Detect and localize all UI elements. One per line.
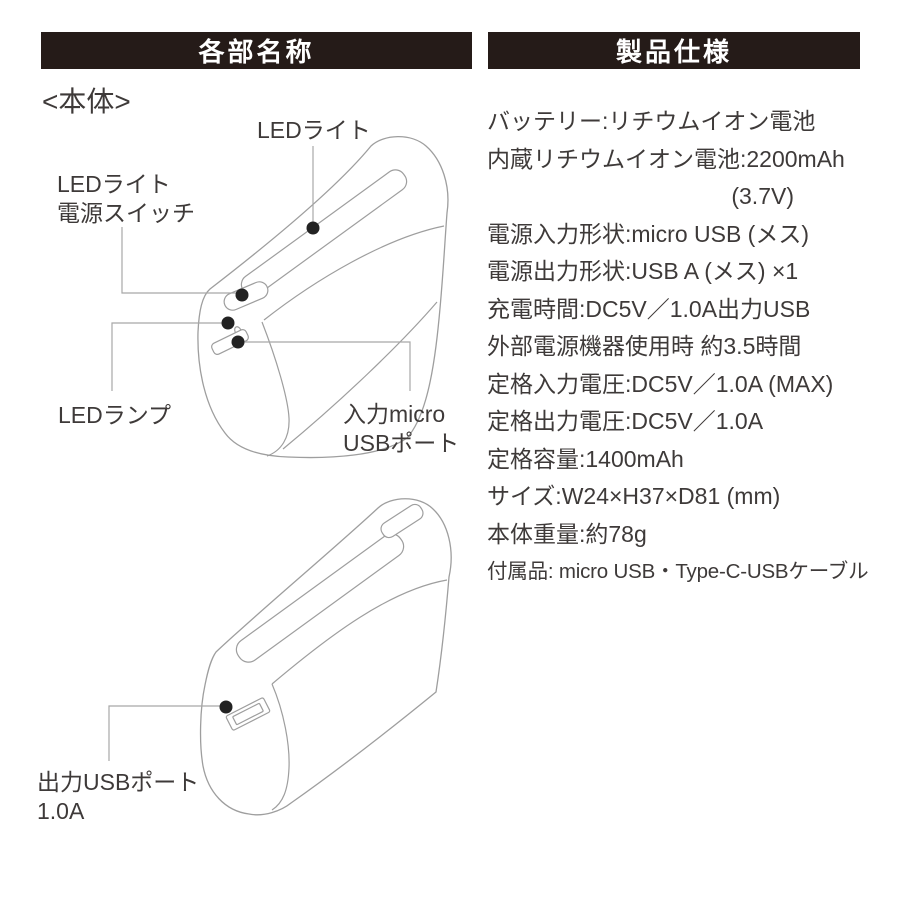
leader-output-port xyxy=(108,705,222,761)
label-output-port-line2: 1.0A xyxy=(37,798,85,824)
header-product-specs-label: 製品仕様 xyxy=(615,37,732,67)
label-output-usb-port: 出力USBポート 1.0A xyxy=(37,768,199,826)
callout-dot-led-lamp xyxy=(221,316,235,330)
spec-line: 電源入力形状:micro USB (メス) xyxy=(487,220,809,247)
spec-line: 定格入力電圧:DC5V／1.0A (MAX) xyxy=(487,370,834,397)
led-light-window-2 xyxy=(235,533,405,663)
callout-dot-led-light xyxy=(306,221,320,235)
label-led-switch: LEDライト 電源スイッチ xyxy=(57,170,195,228)
spec-line: 外部電源機器使用時 約3.5時間 xyxy=(487,333,802,359)
spec-line: サイズ:W24×H37×D81 (mm) xyxy=(487,483,781,509)
spec-line: 定格出力電圧:DC5V／1.0A xyxy=(487,408,764,434)
spec-line: (3.7V) xyxy=(731,183,794,209)
callout-dot-led-switch xyxy=(235,288,249,302)
label-input-micro-usb-port: 入力micro USBポート xyxy=(343,400,459,458)
spec-line: 付属品: micro USB・Type-C-USBケーブル xyxy=(487,560,869,583)
section-title-body: <本体> xyxy=(42,86,131,117)
spec-line: 内蔵リチウムイオン電池:2200mAh xyxy=(487,145,845,172)
label-led-light: LEDライト xyxy=(257,116,371,145)
label-input-port-line1: 入力micro xyxy=(343,401,446,427)
top-front-edge-2 xyxy=(271,579,448,685)
powerbank-bottom-illustration xyxy=(199,498,452,816)
spec-list: バッテリー:リチウムイオン電池内蔵リチウムイオン電池:2200mAh (3.7V)… xyxy=(487,103,869,591)
end-face-edge-2 xyxy=(271,683,290,811)
usb-a-port-inner xyxy=(232,702,264,726)
leader-input-port xyxy=(240,341,411,391)
powerbank-body-outline xyxy=(197,136,449,459)
top-front-edge xyxy=(263,225,445,321)
label-led-lamp: LEDランプ xyxy=(58,401,171,430)
leader-led-lamp xyxy=(111,322,228,391)
cap-detail-shape xyxy=(380,503,424,539)
label-led-switch-line1: LEDライト xyxy=(57,171,171,197)
header-parts-names-label: 各部名称 xyxy=(198,37,315,67)
callout-dots xyxy=(219,221,320,714)
spec-line: 充電時間:DC5V／1.0A出力USB xyxy=(487,295,811,322)
label-led-light-text: LEDライト xyxy=(257,117,371,143)
leader-led-switch xyxy=(121,227,236,294)
spec-line: 電源出力形状:USB A (メス) ×1 xyxy=(487,258,799,284)
powerbank-body-outline-2 xyxy=(199,498,452,816)
label-output-port-line1: 出力USBポート xyxy=(37,769,200,795)
end-face-edge xyxy=(261,321,290,457)
label-input-port-line2: USBポート xyxy=(343,430,460,456)
callout-dot-input-port xyxy=(231,335,245,349)
header-product-specs: 製品仕様 xyxy=(488,32,860,69)
bottom-front-edge xyxy=(282,301,438,450)
spec-line: バッテリー:リチウムイオン電池 xyxy=(487,108,816,134)
leader-lines xyxy=(108,146,411,761)
spec-line: 定格容量:1400mAh xyxy=(487,445,684,472)
label-led-lamp-text: LEDランプ xyxy=(58,402,172,428)
spec-line: 本体重量:約78g xyxy=(487,520,647,547)
callout-dot-output-port xyxy=(219,700,233,714)
label-led-switch-line2: 電源スイッチ xyxy=(57,200,195,226)
header-parts-names: 各部名称 xyxy=(41,32,472,69)
